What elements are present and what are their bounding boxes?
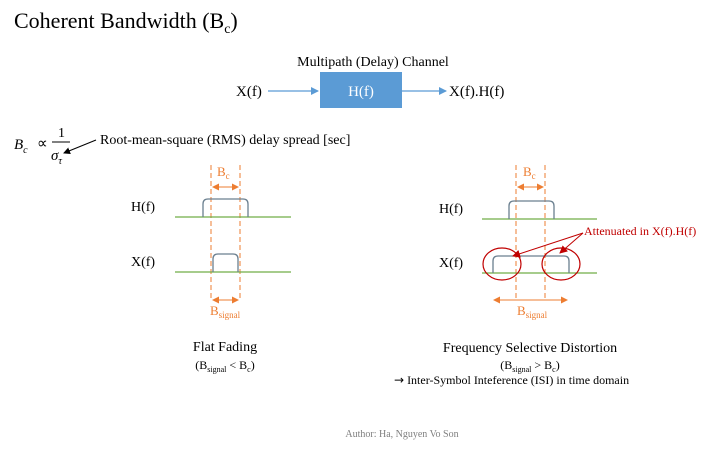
sel-bsignal-label: Bsignal bbox=[517, 303, 548, 320]
attenuated-arrow-right bbox=[559, 232, 584, 254]
attenuated-circle-left bbox=[482, 247, 522, 281]
formula-numerator: 1 bbox=[58, 126, 65, 141]
channel-output-label: X(f).H(f) bbox=[449, 84, 504, 100]
proportional-symbol: ∝ bbox=[37, 134, 48, 152]
sel-x-label: X(f) bbox=[439, 256, 463, 271]
attenuated-circle-right bbox=[541, 247, 581, 281]
flat-bc-label: Bc bbox=[217, 164, 230, 181]
svg-text:Bc: Bc bbox=[14, 137, 28, 156]
flat-bsignal-label: Bsignal bbox=[210, 303, 241, 320]
selective-diagram: Bc H(f) X(f) Attenuated in X(f).H(f) Bsi… bbox=[439, 164, 696, 320]
channel-block-label: H(f) bbox=[348, 84, 374, 100]
formula-pointer-arrow bbox=[63, 139, 97, 154]
coherence-formula: Bc ∝ 1 στ bbox=[14, 126, 70, 167]
isi-note: → Inter-Symbol Inteference (ISI) in time… bbox=[394, 373, 629, 387]
flat-h-label: H(f) bbox=[131, 200, 155, 215]
sel-h-spectrum bbox=[508, 200, 555, 219]
selective-title: Frequency Selective Distortion bbox=[443, 341, 617, 356]
attenuated-arrow-left bbox=[512, 232, 584, 258]
flat-fading-diagram: Bc H(f) X(f) Bsignal bbox=[131, 164, 291, 320]
flat-fading-title: Flat Fading bbox=[193, 340, 257, 355]
author-credit: Author: Ha, Nguyen Vo Son bbox=[345, 429, 458, 440]
selective-condition: (Bsignal > Bc) bbox=[500, 358, 559, 374]
sel-bc-label: Bc bbox=[523, 164, 536, 181]
channel-input-label: X(f) bbox=[236, 84, 262, 100]
channel-block bbox=[320, 72, 402, 108]
sel-x-spectrum bbox=[492, 255, 570, 273]
flat-x-spectrum bbox=[212, 253, 239, 272]
slide-title: Coherent Bandwidth (Bc) bbox=[14, 8, 238, 37]
flat-fading-condition: (Bsignal < Bc) bbox=[195, 358, 254, 374]
sel-h-label: H(f) bbox=[439, 202, 463, 217]
svg-text:στ: στ bbox=[51, 148, 62, 167]
rms-delay-note: Root-mean-square (RMS) delay spread [sec… bbox=[100, 133, 350, 148]
flat-h-spectrum bbox=[202, 198, 249, 217]
attenuated-label: Attenuated in X(f).H(f) bbox=[584, 224, 696, 238]
channel-caption: Multipath (Delay) Channel bbox=[297, 55, 449, 70]
flat-x-label: X(f) bbox=[131, 255, 155, 270]
